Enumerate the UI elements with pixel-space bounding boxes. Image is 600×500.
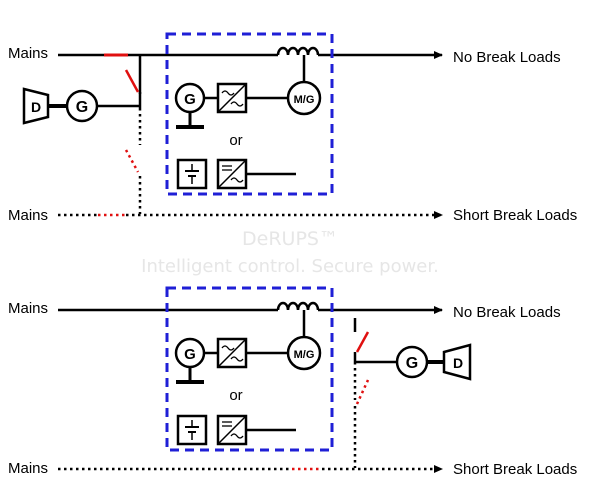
or-label: or — [229, 132, 242, 149]
flywheel-generator-icon: G — [174, 337, 206, 384]
watermark-tagline: Intelligent control. Secure power. — [141, 256, 439, 277]
inverter-icon — [216, 414, 248, 446]
choke-coil-icon — [276, 46, 320, 56]
panel-bottom: Mains No Break Loads G M/G or — [8, 286, 577, 478]
switch-open-red — [124, 149, 140, 173]
watermark-title: DeRUPS™ — [242, 228, 338, 250]
panel-top: Mains No Break Loads D G G — [8, 32, 577, 224]
switch-red — [124, 69, 140, 93]
switch-open-red — [355, 379, 370, 405]
rectifier-icon — [216, 337, 248, 369]
svg-text:G: G — [76, 99, 88, 116]
no-break-loads-label: No Break Loads — [453, 49, 561, 66]
switch-red — [355, 331, 370, 353]
mains-bottom-label: Mains — [8, 460, 48, 477]
svg-text:M/G: M/G — [294, 349, 315, 361]
svg-text:G: G — [406, 355, 418, 372]
generator-icon: G — [65, 89, 99, 123]
derups-unit-box — [165, 286, 334, 452]
battery-icon — [176, 414, 208, 446]
rectifier-icon — [216, 82, 248, 114]
or-label: or — [229, 387, 242, 404]
svg-text:G: G — [184, 346, 196, 363]
choke-coil-icon — [276, 301, 320, 311]
short-break-loads-label: Short Break Loads — [453, 461, 577, 478]
diesel-engine-icon: D — [442, 343, 472, 381]
motor-generator-icon: M/G — [286, 335, 322, 371]
svg-text:M/G: M/G — [294, 94, 315, 106]
svg-text:D: D — [453, 355, 463, 371]
battery-icon — [176, 158, 208, 190]
short-break-loads-label: Short Break Loads — [453, 207, 577, 224]
derups-unit-box — [165, 32, 334, 196]
diesel-engine-icon: D — [22, 87, 50, 125]
flywheel-generator-icon: G — [174, 82, 206, 129]
no-break-loads-label: No Break Loads — [453, 304, 561, 321]
generator-icon: G — [395, 345, 429, 379]
svg-text:G: G — [184, 91, 196, 108]
svg-text:D: D — [31, 99, 41, 115]
motor-generator-icon: M/G — [286, 80, 322, 116]
mains-top-label: Mains — [8, 300, 48, 317]
inverter-icon — [216, 158, 248, 190]
mains-top-label: Mains — [8, 45, 48, 62]
mains-bottom-label: Mains — [8, 207, 48, 224]
